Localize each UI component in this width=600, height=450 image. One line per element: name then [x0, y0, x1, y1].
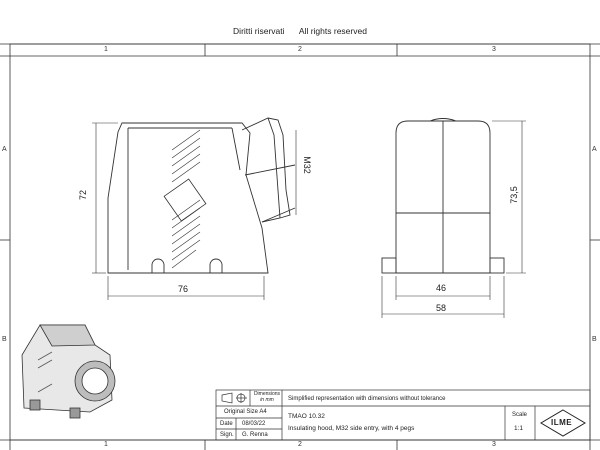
- tb-description: Insulating hood, M32 side entry, with 4 …: [288, 425, 415, 432]
- tb-date-value: 08/03/22: [242, 421, 266, 427]
- rights-it: Diritti riservati: [233, 26, 285, 36]
- rights-en: All rights reserved: [298, 26, 367, 36]
- zone-col-2-top: 2: [298, 46, 302, 53]
- tb-note: Simplified representation with dimension…: [288, 396, 446, 402]
- tb-original-size: Original Size A4: [224, 409, 267, 415]
- dim-height-front: 73,5: [508, 186, 519, 204]
- zone-col-1-bottom: 1: [104, 441, 108, 448]
- zone-row-a-right: A: [592, 146, 597, 153]
- front-view: [381, 118, 505, 274]
- zone-row-b-right: B: [592, 336, 597, 343]
- dim-width-front-outer: 58: [436, 303, 447, 313]
- front-dimensions: [381, 120, 526, 318]
- tb-sign-label: Sign.: [220, 432, 234, 438]
- dim-height-side: 72: [78, 189, 89, 201]
- zone-col-3-top: 3: [492, 46, 496, 53]
- header-rights: Diritti riservati All rights reserved: [0, 26, 600, 36]
- side-view: [107, 117, 296, 274]
- tb-part-code: TMAO 10.32: [288, 413, 325, 420]
- zone-col-1-top: 1: [104, 46, 108, 53]
- tb-dimensions-label: Dimensions in mm: [253, 391, 281, 403]
- tb-sign-value: G. Renna: [242, 432, 268, 438]
- tb-logo: ILME: [551, 418, 573, 427]
- title-block: [215, 389, 591, 441]
- tb-scale-value: 1:1: [514, 425, 524, 432]
- zone-col-2-bottom: 2: [298, 441, 302, 448]
- isometric-view: [21, 324, 116, 419]
- side-dimensions: [92, 122, 297, 300]
- tb-date-label: Date: [220, 421, 233, 427]
- dim-entry: M32: [301, 156, 312, 174]
- zone-col-3-bottom: 3: [492, 441, 496, 448]
- dim-width-front-inner: 46: [436, 283, 447, 293]
- zone-row-b-left: B: [2, 336, 7, 343]
- dim-width-side: 76: [178, 284, 189, 294]
- zone-row-a-left: A: [2, 146, 7, 153]
- tb-scale-label: Scale: [512, 412, 528, 418]
